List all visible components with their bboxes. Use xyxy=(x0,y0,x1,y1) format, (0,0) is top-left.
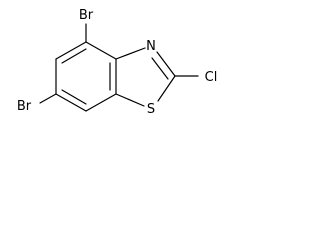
bond-n-c2-inner xyxy=(151,57,169,80)
atom-labels: Br Br N S Cl xyxy=(17,8,217,117)
benzothiazole-structure: Br Br N S Cl xyxy=(17,8,217,117)
bond-lines xyxy=(39,23,199,112)
bond-c4-c5 xyxy=(55,41,87,60)
bond-c6-c7-inner xyxy=(61,89,87,105)
nitrogen-label: N xyxy=(146,39,156,54)
bond-c3a-n xyxy=(115,47,146,60)
bond-c3a-c4 xyxy=(85,41,117,60)
bond-c2-s xyxy=(157,75,176,102)
bromine-top-label: Br xyxy=(79,8,94,23)
bond-c6-br xyxy=(39,93,57,104)
bond-c4-c5-inner xyxy=(61,48,87,64)
chlorine-label: Cl xyxy=(205,70,218,85)
bromine-left-label: Br xyxy=(17,99,32,114)
bond-n-c2-outer xyxy=(156,51,176,77)
bond-c6-c7 xyxy=(55,93,87,112)
bond-s-c7a xyxy=(115,93,145,107)
bond-c7-c7a xyxy=(85,93,117,112)
sulfur-label: S xyxy=(147,102,155,117)
